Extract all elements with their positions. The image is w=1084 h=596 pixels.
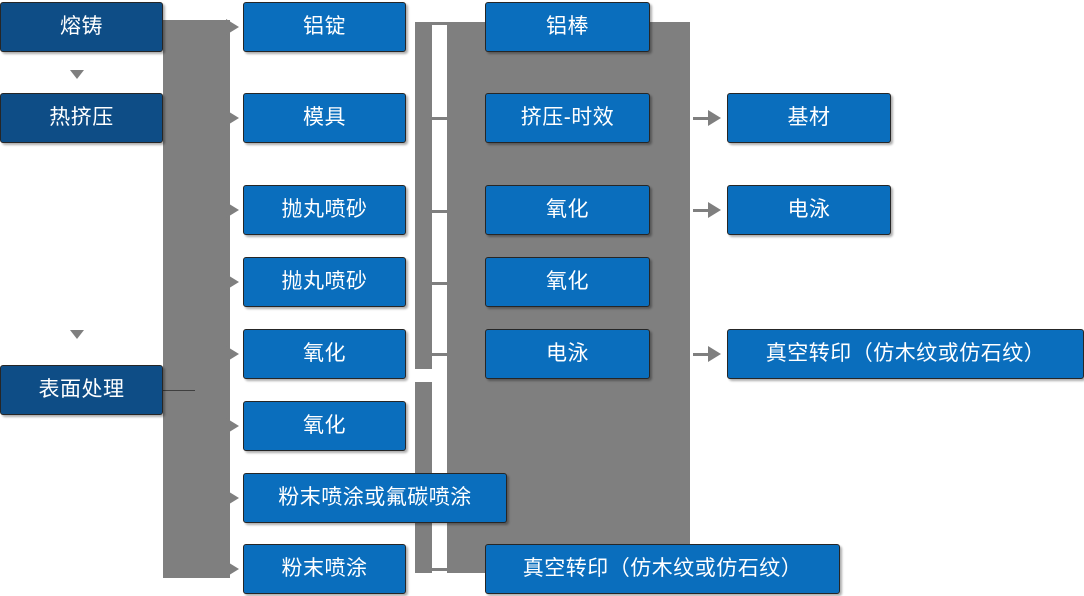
left-arrow-icon	[226, 490, 239, 506]
node-mold[interactable]: 模具	[243, 93, 406, 143]
middle-tick-connector	[432, 22, 448, 25]
melt-to-extrude-notch	[70, 70, 84, 79]
left-arrow-icon	[226, 274, 239, 290]
node-shot-blasting-1[interactable]: 抛丸喷砂	[243, 185, 406, 235]
middle-tick-connector	[432, 282, 448, 285]
node-powder-or-fluorocarbon-coating[interactable]: 粉末喷涂或氟碳喷涂	[243, 473, 507, 523]
right-arrow-stem	[693, 117, 709, 120]
right-arrow-icon	[708, 202, 721, 218]
node-oxidation-2[interactable]: 氧化	[243, 401, 406, 451]
node-oxidation-4[interactable]: 氧化	[485, 257, 650, 307]
node-vacuum-transfer-print-2[interactable]: 真空转印（仿木纹或仿石纹）	[727, 329, 1084, 379]
extrude-to-surface-notch	[70, 330, 84, 339]
node-electrophoresis-1[interactable]: 电泳	[485, 329, 650, 379]
left-arrow-icon	[226, 19, 239, 35]
node-oxidation-3[interactable]: 氧化	[485, 185, 650, 235]
node-shot-blasting-2[interactable]: 抛丸喷砂	[243, 257, 406, 307]
middle-tick-connector	[432, 353, 448, 356]
node-extrusion-aging[interactable]: 挤压-时效	[485, 93, 650, 143]
left-arrow-icon	[226, 418, 239, 434]
middle-tick-connector	[432, 568, 448, 571]
right-arrow-stem	[693, 353, 709, 356]
left-arrow-icon	[226, 202, 239, 218]
middle-tick-connector	[432, 210, 448, 213]
node-vacuum-transfer-print-1[interactable]: 真空转印（仿木纹或仿石纹）	[485, 544, 840, 594]
node-aluminum-bar[interactable]: 铝棒	[485, 2, 650, 52]
left-arrow-icon	[226, 110, 239, 126]
node-surface-treatment[interactable]: 表面处理	[0, 365, 163, 415]
middle-connector-bar-upper	[415, 22, 432, 369]
middle-tick-connector	[432, 117, 448, 120]
node-electrophoresis-2[interactable]: 电泳	[727, 185, 891, 235]
node-powder-coating[interactable]: 粉末喷涂	[243, 544, 406, 594]
right-arrow-icon	[708, 346, 721, 362]
node-oxidation-1[interactable]: 氧化	[243, 329, 406, 379]
right-arrow-stem	[693, 209, 709, 212]
node-melt-casting[interactable]: 熔铸	[0, 2, 163, 52]
left-arrow-icon	[226, 561, 239, 577]
surface-treatment-link-line	[163, 390, 195, 391]
left-arrow-icon	[226, 346, 239, 362]
node-base-material[interactable]: 基材	[727, 93, 891, 143]
node-aluminum-ingot[interactable]: 铝锭	[243, 2, 406, 52]
left-connector-panel	[163, 20, 230, 578]
right-arrow-icon	[708, 110, 721, 126]
node-hot-extrusion[interactable]: 热挤压	[0, 93, 163, 143]
